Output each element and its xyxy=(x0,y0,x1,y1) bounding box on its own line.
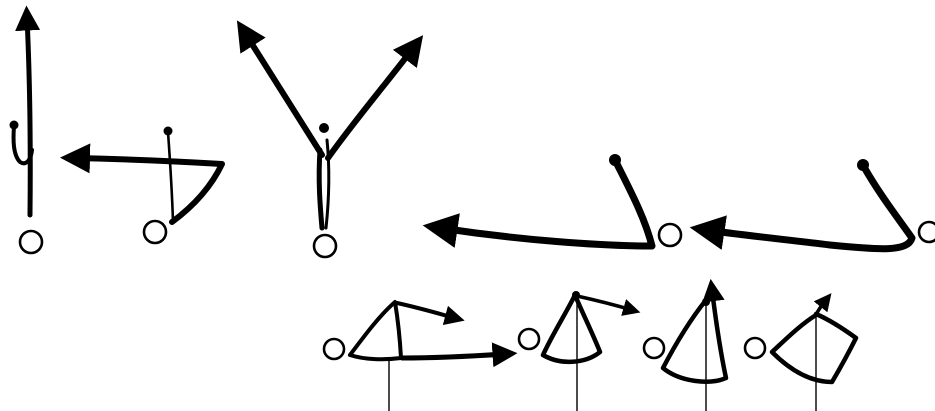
sweep-brush-stroke xyxy=(440,162,652,246)
figure-8-cone-tall xyxy=(644,290,726,411)
cone-outline xyxy=(543,295,600,362)
figure-6-cone-flag xyxy=(324,302,505,411)
cone-outline xyxy=(772,314,856,382)
left-brush-stroke xyxy=(245,33,322,155)
figure-1-vertical xyxy=(10,18,43,253)
start-ring xyxy=(745,338,765,358)
figure-2-hook xyxy=(75,127,222,244)
figure-5-sweep xyxy=(707,159,935,249)
vertical-brush-stroke xyxy=(168,132,173,222)
figure-7-cone xyxy=(519,291,632,411)
cone-outline xyxy=(350,302,401,359)
stem-brush-stroke xyxy=(319,150,322,228)
start-ring xyxy=(919,222,935,242)
cone-outline xyxy=(663,290,726,382)
figure-3-fork xyxy=(245,33,414,257)
tail-brush-stroke xyxy=(402,354,505,358)
start-ring xyxy=(659,224,681,246)
figure-4-sweep xyxy=(440,154,681,246)
sweep-brush-stroke xyxy=(707,167,912,249)
vertical-brush-stroke xyxy=(27,18,30,215)
start-ring xyxy=(324,339,344,359)
start-ring xyxy=(20,231,42,253)
right-brush-stroke xyxy=(328,47,414,158)
stroke-start-dot xyxy=(702,298,710,306)
stem-inner-stroke xyxy=(326,140,329,228)
stroke-start-dot xyxy=(319,123,329,133)
stroke-start-dot xyxy=(10,121,19,130)
flag-brush-stroke xyxy=(577,296,632,310)
figure-9-cone-flag xyxy=(745,300,856,411)
flag-brush-stroke xyxy=(816,300,826,315)
stroke-start-dot xyxy=(609,154,621,166)
stroke-start-dot xyxy=(164,127,173,136)
start-ring xyxy=(519,329,539,349)
stroke-start-dot xyxy=(572,291,580,299)
start-ring xyxy=(314,235,336,257)
flag-brush-stroke xyxy=(397,303,455,318)
start-ring xyxy=(644,338,664,358)
horizontal-brush-stroke xyxy=(75,158,222,222)
start-ring xyxy=(144,221,166,243)
stroke-start-dot xyxy=(857,159,869,171)
